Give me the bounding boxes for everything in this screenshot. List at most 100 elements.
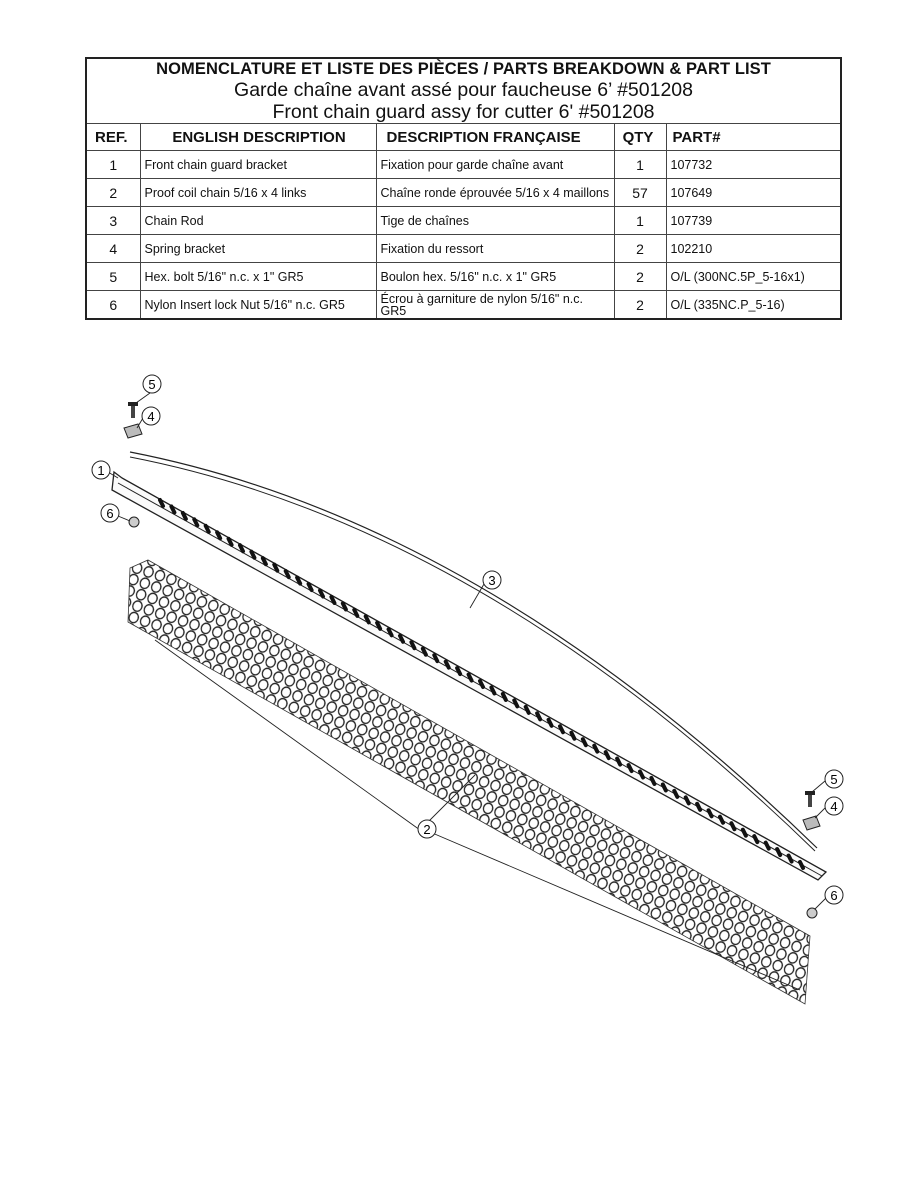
cell-part: 107739 (665, 206, 842, 235)
cell-ref: 6 (85, 290, 141, 320)
cell-ref: 5 (85, 262, 141, 291)
bracket-slot (535, 711, 543, 722)
bracket-slot (660, 782, 668, 793)
chain-rod (129, 451, 818, 849)
bracket-slot (569, 730, 577, 741)
column-header-english: ENGLISH DESCRIPTION (139, 123, 377, 151)
bracket-slot (272, 562, 280, 573)
bracket-slot (478, 679, 485, 689)
bracket-slot (740, 827, 748, 838)
proof-coil-chain (127, 559, 811, 1005)
table-row: 3 Chain Rod Tige de chaînes 1 107739 (85, 206, 842, 235)
bracket-slot (203, 523, 211, 534)
chain-guard-bracket (111, 470, 828, 881)
bracket-slot (466, 672, 474, 683)
column-header-qty: QTY (613, 123, 667, 151)
hex-bolt-icon (805, 791, 815, 807)
cell-qty: 2 (613, 262, 667, 291)
svg-text:4: 4 (147, 409, 154, 424)
svg-text:5: 5 (830, 772, 837, 787)
table-header-row: REF. ENGLISH DESCRIPTION DESCRIPTION FRA… (85, 123, 842, 151)
bracket-slot (603, 750, 611, 761)
svg-text:6: 6 (830, 888, 837, 903)
bracket-slot (283, 569, 291, 580)
spring-bracket-icon (802, 815, 821, 831)
cell-french: Chaîne ronde éprouvée 5/16 x 4 maillons (375, 178, 615, 207)
bracket-slot (306, 582, 314, 593)
bracket-slot (512, 698, 520, 709)
callout-6: 6 (100, 503, 120, 523)
bracket-slot (352, 607, 360, 618)
cell-part: 107732 (665, 150, 842, 179)
bracket-slot (729, 821, 737, 832)
cell-french: Fixation pour garde chaîne avant (375, 150, 615, 179)
cell-french: Écrou à garniture de nylon 5/16" n.c. GR… (375, 290, 615, 320)
table-row: 5 Hex. bolt 5/16" n.c. x 1" GR5 Boulon h… (85, 262, 842, 291)
bracket-slot (386, 627, 394, 638)
bracket-slot (455, 666, 463, 677)
column-header-french: DESCRIPTION FRANÇAISE (375, 123, 615, 151)
cell-french: Fixation du ressort (375, 234, 615, 263)
title-block: NOMENCLATURE ET LISTE DES PIÈCES / PARTS… (85, 57, 842, 124)
callout-3: 3 (482, 570, 502, 590)
bracket-slot (226, 536, 234, 547)
exploded-diagram: 1 2 3 5 4 6 5 4 6 (91, 374, 844, 1005)
callout-5: 5 (142, 374, 162, 394)
spring-bracket-icon (123, 423, 143, 439)
cell-part: O/L (300NC.5P_5-16x1) (665, 262, 842, 291)
page-title: NOMENCLATURE ET LISTE DES PIÈCES / PARTS… (156, 60, 771, 78)
bracket-slot (672, 788, 680, 799)
cell-ref: 1 (85, 150, 141, 179)
bracket-slot (340, 601, 348, 612)
callout-2: 2 (417, 819, 437, 839)
callout-4: 4 (141, 406, 161, 426)
lock-nut-icon (806, 907, 818, 919)
cell-english: Chain Rod (139, 206, 377, 235)
parts-table: NOMENCLATURE ET LISTE DES PIÈCES / PARTS… (85, 57, 843, 320)
cell-ref: 2 (85, 178, 141, 207)
subtitle-french: Garde chaîne avant assé pour faucheuse 6… (234, 79, 693, 101)
bracket-slot (546, 717, 554, 728)
svg-text:2: 2 (423, 822, 430, 837)
cell-qty: 2 (613, 290, 667, 320)
callout-4: 4 (824, 796, 844, 816)
cell-english: Proof coil chain 5/16 x 4 links (139, 178, 377, 207)
cell-qty: 2 (613, 234, 667, 263)
bracket-slot (363, 614, 371, 625)
table-row: 2 Proof coil chain 5/16 x 4 links Chaîne… (85, 178, 842, 207)
cell-french: Boulon hex. 5/16" n.c. x 1" GR5 (375, 262, 615, 291)
bracket-slot (638, 769, 645, 780)
bracket-slot (580, 737, 588, 748)
bracket-slot (295, 575, 303, 586)
callout-6: 6 (824, 885, 844, 905)
bracket-slot (432, 653, 440, 664)
table-row: 4 Spring bracket Fixation du ressort 2 1… (85, 234, 842, 263)
cell-part: O/L (335NC.P_5-16) (665, 290, 842, 320)
cell-part: 107649 (665, 178, 842, 207)
bracket-slot (169, 504, 177, 515)
bracket-slot (752, 834, 760, 845)
bracket-slot (718, 814, 725, 825)
column-header-ref: REF. (85, 123, 141, 151)
bracket-slot (786, 853, 794, 864)
bracket-slot (329, 594, 337, 605)
cell-qty: 1 (613, 150, 667, 179)
bracket-slot (158, 498, 165, 508)
hex-bolt-icon (128, 402, 138, 418)
bracket-slot (238, 543, 245, 554)
bracket-slot (683, 795, 691, 806)
table-row: 6 Nylon Insert lock Nut 5/16" n.c. GR5 É… (85, 290, 842, 320)
bracket-slot (649, 775, 657, 786)
bracket-slot (695, 801, 703, 812)
cell-qty: 57 (613, 178, 667, 207)
cell-ref: 3 (85, 206, 141, 235)
column-header-part: PART# (665, 123, 842, 151)
svg-text:3: 3 (488, 573, 495, 588)
bracket-slot (626, 763, 634, 774)
callout-5: 5 (824, 769, 844, 789)
bracket-slot (215, 530, 223, 541)
bracket-slot (420, 646, 428, 657)
bracket-slot (763, 840, 771, 851)
bracket-slot (398, 633, 405, 644)
bracket-slot (500, 691, 508, 702)
